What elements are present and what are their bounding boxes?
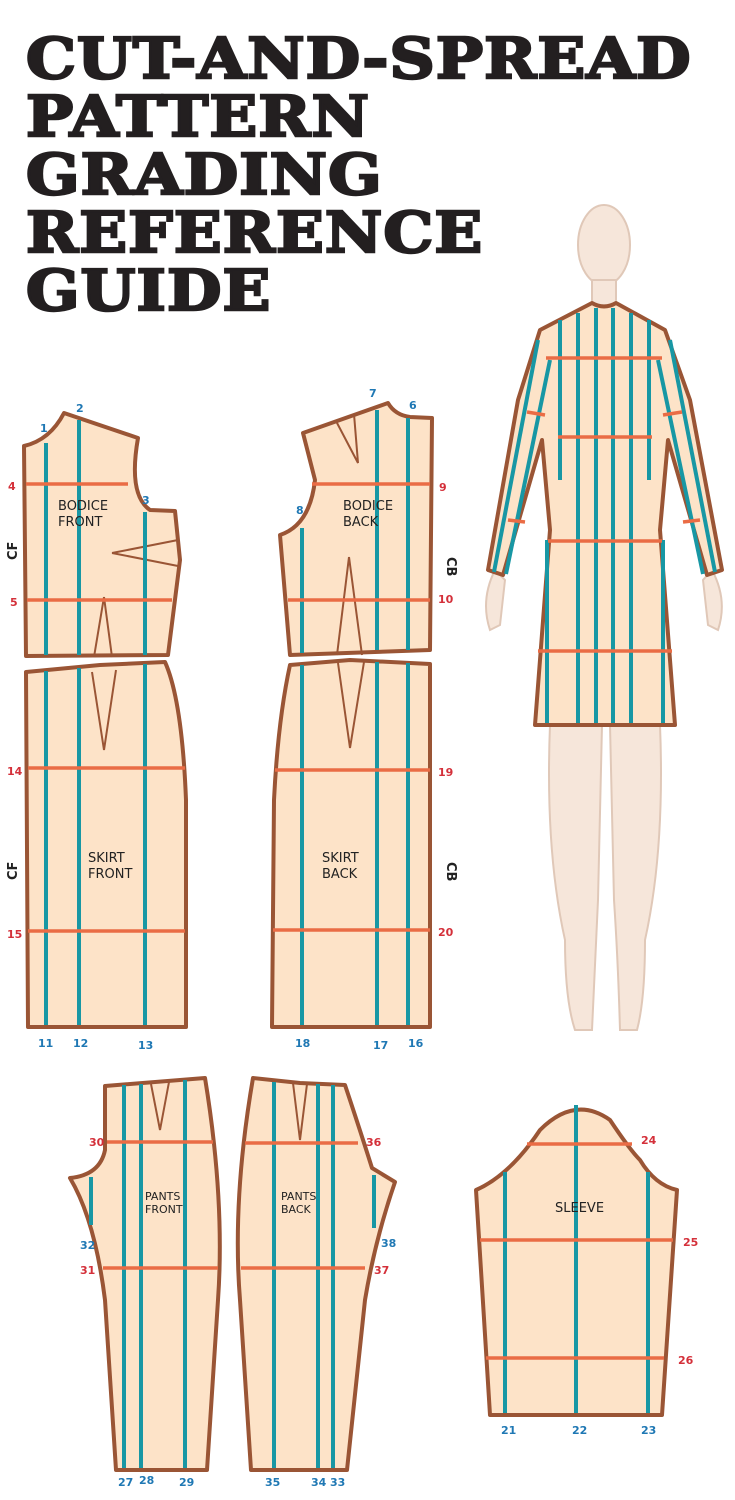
skirt-front-piece: SKIRT FRONT: [24, 660, 188, 1029]
point-number: 13: [138, 1039, 153, 1052]
skirt-back-piece: SKIRT BACK: [270, 658, 432, 1029]
title-line: CUT-AND-SPREAD: [25, 26, 692, 92]
point-number: 34: [311, 1476, 327, 1489]
dress: [486, 301, 724, 727]
cf-label: CF: [6, 542, 21, 560]
point-number: 35: [265, 1476, 280, 1489]
title-line: PATTERN: [25, 84, 371, 150]
skirt-front-label: FRONT: [88, 867, 132, 882]
point-number: 2: [76, 402, 84, 415]
pants-front-label: PANTS: [145, 1190, 180, 1203]
point-number: 29: [179, 1476, 194, 1489]
point-number: 19: [438, 766, 453, 779]
point-number: 1: [40, 422, 48, 435]
pants-back-piece: PANTS BACK: [235, 1076, 397, 1472]
title-line: GUIDE: [25, 258, 272, 324]
figure-hands: [485, 568, 723, 632]
point-number: 27: [118, 1476, 133, 1489]
figure-neck: [591, 279, 617, 306]
point-number: 28: [139, 1474, 154, 1487]
point-number: 5: [10, 596, 18, 609]
cb-label: CB: [443, 862, 458, 881]
title-line: REFERENCE: [25, 200, 484, 266]
page-title: CUT-AND-SPREAD PATTERN GRADING REFERENCE…: [25, 29, 692, 322]
point-number: 12: [73, 1037, 88, 1050]
point-number: 20: [438, 926, 454, 939]
point-number: 37: [374, 1264, 389, 1277]
skirt-back-label: SKIRT: [322, 851, 359, 866]
point-number: 31: [80, 1264, 95, 1277]
sleeve-piece: SLEEVE: [474, 1105, 679, 1417]
point-number: 26: [678, 1354, 694, 1367]
point-number: 3: [142, 494, 150, 507]
bodice-back-label: BODICE: [343, 499, 393, 514]
point-number: 24: [641, 1134, 657, 1147]
bodice-back-piece: BODICE BACK: [278, 401, 434, 657]
point-number: 33: [330, 1476, 345, 1489]
figure-legs: [548, 724, 662, 1031]
point-number: 25: [683, 1236, 698, 1249]
point-number: 7: [369, 387, 377, 400]
point-number: 4: [8, 480, 16, 493]
point-number: 32: [80, 1239, 95, 1252]
title-line: GRADING: [25, 142, 384, 208]
point-number: 8: [296, 504, 304, 517]
bodice-front-piece: BODICE FRONT: [22, 411, 182, 658]
point-number: 36: [366, 1136, 382, 1149]
point-number: 38: [381, 1237, 396, 1250]
pants-front-label: FRONT: [145, 1203, 183, 1216]
cb-label: CB: [443, 557, 458, 576]
point-number: 6: [409, 399, 417, 412]
point-number: 11: [38, 1037, 53, 1050]
grading-point-numbers: 1 2 3 4 5 6 7 8 9 10 11 12 13 14 15 16 1…: [7, 387, 698, 1489]
point-number: 9: [439, 481, 447, 494]
pants-back-label: BACK: [281, 1203, 312, 1216]
point-number: 17: [373, 1039, 388, 1052]
point-number: 14: [7, 765, 23, 778]
point-number: 16: [408, 1037, 424, 1050]
point-number: 10: [438, 593, 454, 606]
pants-back-label: PANTS: [281, 1190, 316, 1203]
sleeve-label: SLEEVE: [555, 1201, 604, 1216]
cf-label: CF: [6, 862, 21, 880]
point-number: 15: [7, 928, 22, 941]
pants-front-piece: PANTS FRONT: [68, 1076, 222, 1472]
point-number: 22: [572, 1424, 587, 1437]
point-number: 21: [501, 1424, 516, 1437]
figure-head: [577, 204, 631, 286]
dress-figure: [485, 204, 724, 1031]
bodice-front-label: BODICE: [58, 499, 108, 514]
bodice-back-label: BACK: [343, 515, 379, 530]
point-number: 18: [295, 1037, 310, 1050]
skirt-back-label: BACK: [322, 867, 358, 882]
skirt-front-label: SKIRT: [88, 851, 125, 866]
point-number: 23: [641, 1424, 656, 1437]
point-number: 30: [89, 1136, 105, 1149]
bodice-front-label: FRONT: [58, 515, 102, 530]
